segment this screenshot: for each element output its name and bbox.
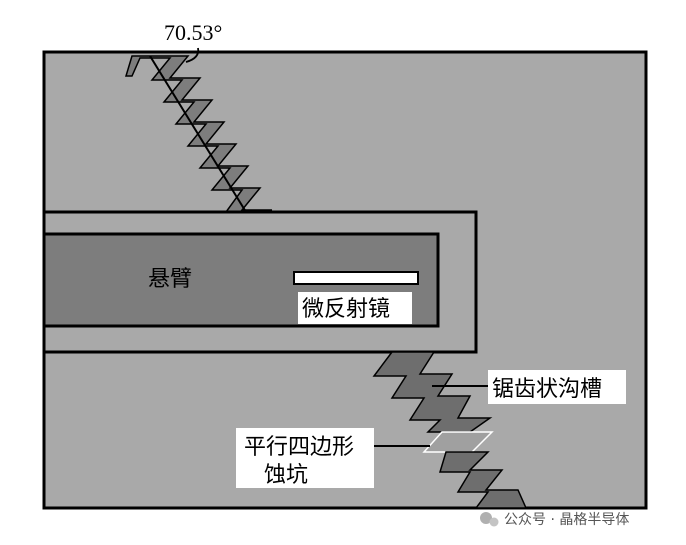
- upper-groove-centerline: [149, 55, 247, 213]
- pit-label-line1: 平行四边形: [244, 435, 354, 460]
- lower-groove-lower-band: [438, 451, 528, 509]
- pit-label-line2: 蚀坑: [264, 463, 308, 488]
- pit-label-box: [236, 428, 374, 488]
- wechat-icon-small: [489, 517, 499, 527]
- groove-label-box: [488, 370, 626, 404]
- watermark: 公众号 · 晶格半导体: [480, 512, 629, 528]
- wechat-icon: [480, 512, 492, 524]
- micromirror-label-box: [298, 292, 412, 324]
- lower-sawtooth-groove: [372, 351, 528, 509]
- watermark-text: 公众号 · 晶格半导体: [504, 512, 629, 528]
- cantilever-label: 悬臂: [148, 267, 192, 292]
- groove-label: 锯齿状沟槽: [492, 377, 602, 402]
- angle-arc: [185, 47, 200, 63]
- micromirror-label: 微反射镜: [302, 297, 390, 322]
- micromirror-bar: [293, 271, 419, 285]
- angle-label: 70.53°: [164, 20, 222, 45]
